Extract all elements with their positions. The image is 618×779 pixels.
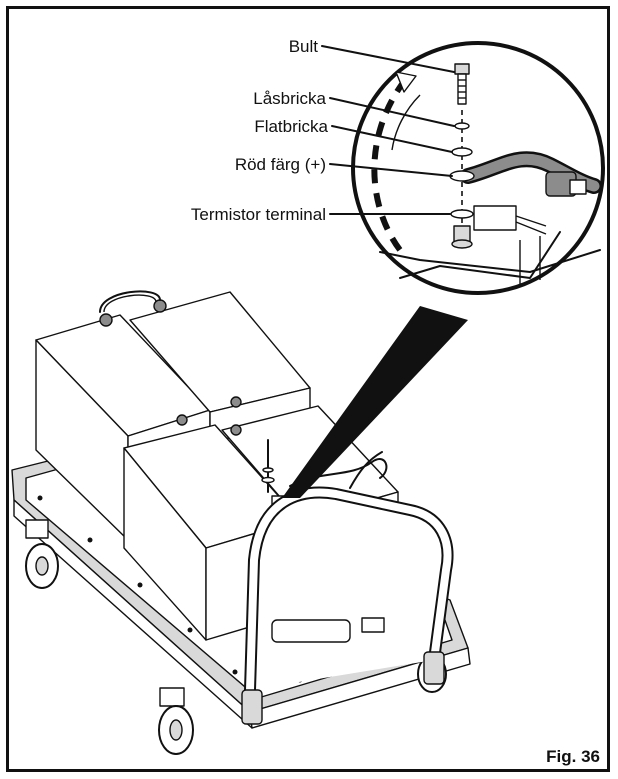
figure-label: Fig. 36 <box>546 747 600 766</box>
callout-leaders <box>321 45 455 215</box>
caster-wheel-left <box>25 519 59 589</box>
battery-group <box>35 290 399 641</box>
label-flat-washer: Flatbricka <box>254 117 328 136</box>
lock-washer-part <box>454 122 470 130</box>
cart-handle <box>241 486 454 725</box>
label-bolt: Bult <box>289 37 319 56</box>
flat-washer-part <box>451 147 473 157</box>
bolt-part <box>454 63 470 105</box>
caster-wheel-front <box>158 687 194 755</box>
magnified-detail <box>351 41 605 295</box>
zoom-pointer <box>282 306 468 498</box>
label-lock-washer: Låsbricka <box>253 89 326 108</box>
label-thermistor-terminal: Termistor terminal <box>191 205 326 224</box>
thermistor-terminal-part <box>450 205 547 235</box>
label-red-positive: Röd färg (+) <box>235 155 326 174</box>
